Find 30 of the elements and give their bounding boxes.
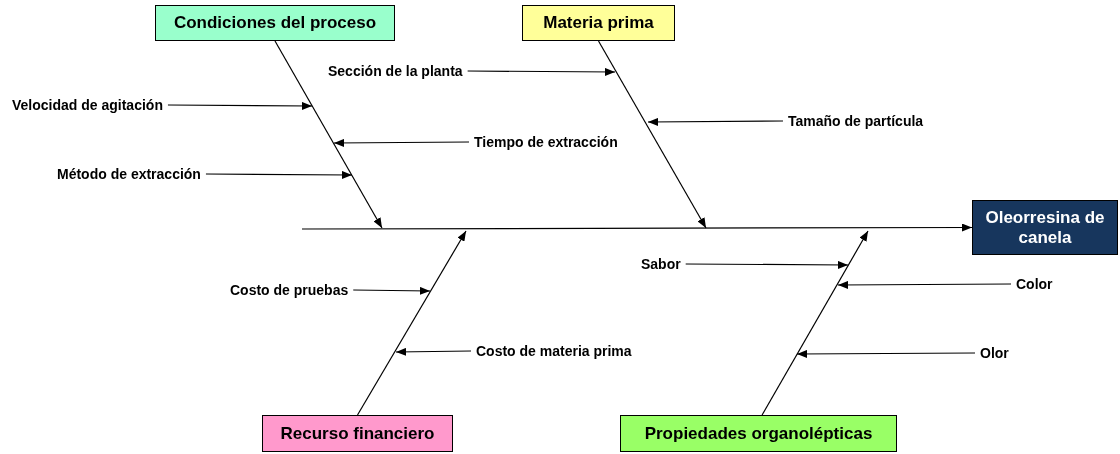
- category-box: Condiciones del proceso: [155, 5, 395, 41]
- cause-label: Tiempo de extracción: [474, 134, 618, 150]
- bone-arrow: [356, 230, 467, 416]
- arrow: [647, 117, 784, 126]
- cause-label: Velocidad de agitación: [12, 97, 163, 113]
- cause-label: Olor: [980, 345, 1009, 361]
- arrow: [352, 286, 431, 295]
- arrow: [333, 138, 470, 147]
- cause-label: Color: [1016, 276, 1053, 292]
- category-box: Propiedades organolépticas: [620, 415, 897, 452]
- effect-box: Oleorresina de canela: [972, 200, 1118, 255]
- spine-arrow: [301, 223, 973, 232]
- category-box: Materia prima: [522, 5, 675, 41]
- cause-label: Método de extracción: [57, 166, 201, 182]
- arrow: [685, 260, 849, 269]
- category-box: Recurso financiero: [262, 415, 453, 452]
- arrow: [837, 280, 1012, 289]
- arrow: [205, 170, 353, 179]
- arrow: [467, 67, 616, 76]
- cause-label: Sabor: [641, 256, 681, 272]
- arrow: [395, 347, 472, 356]
- bone-arrow: [597, 40, 707, 229]
- cause-label: Costo de materia prima: [476, 343, 632, 359]
- cause-label: Sección de la planta: [328, 63, 463, 79]
- bone-arrow: [761, 230, 869, 416]
- arrow: [796, 349, 976, 358]
- cause-label: Tamaño de partícula: [788, 113, 924, 129]
- cause-label: Costo de pruebas: [230, 282, 349, 298]
- bone-arrow: [274, 40, 383, 229]
- arrow: [167, 101, 313, 110]
